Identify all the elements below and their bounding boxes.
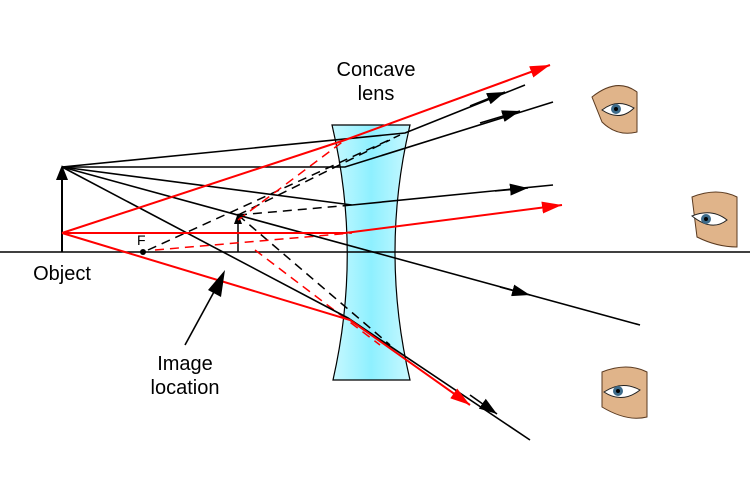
image-location-pointer [184,289,216,346]
object-label: Object [33,263,91,285]
virtual-rays [147,134,401,346]
focal-point-dot [140,249,146,255]
image-label-line2: location [150,377,220,399]
lens-label-line1: Concave [336,59,416,81]
image-label-line1: Image [157,353,213,375]
image-location-label: Image location [135,352,235,400]
lens-label: Concave lens [320,58,432,106]
red-rays [61,64,563,406]
eye-icon-bottom [601,366,648,419]
focal-point-label: F [137,232,146,248]
eye-icon-top [591,85,638,134]
eye-icon-middle [691,191,738,248]
lens-label-line2: lens [357,83,395,105]
